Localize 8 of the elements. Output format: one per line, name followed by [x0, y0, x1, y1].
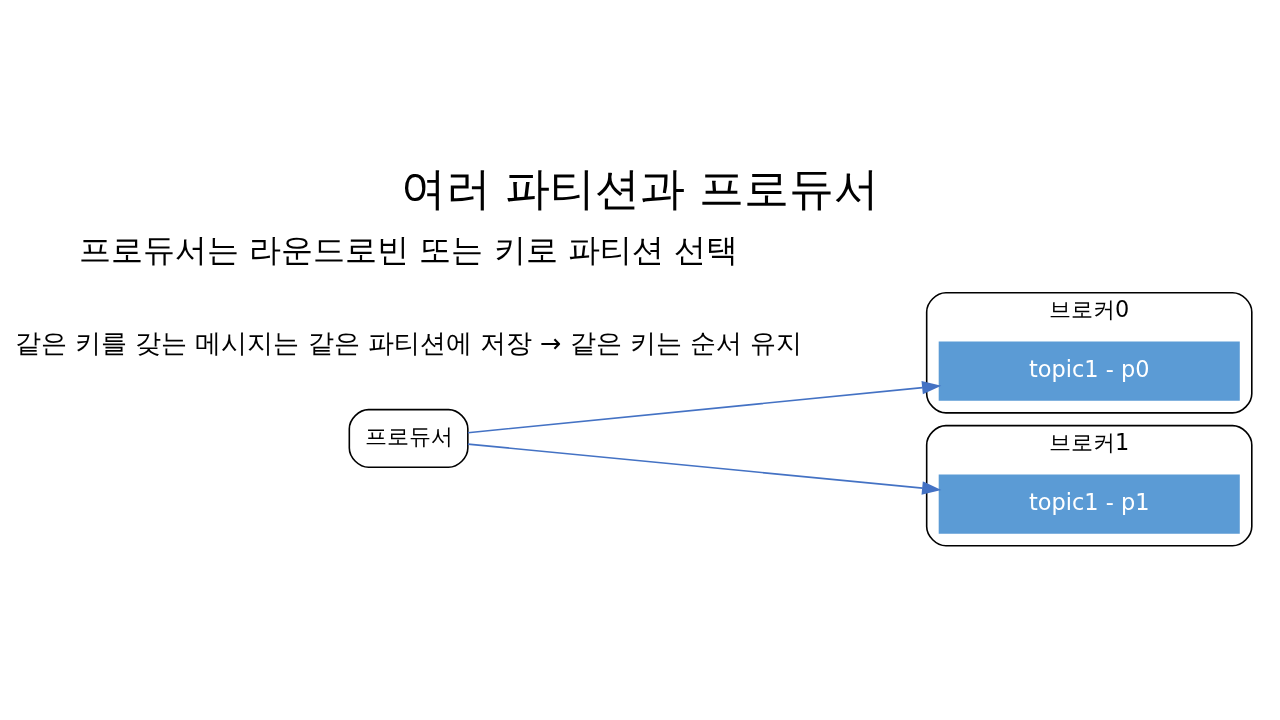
- label: 같은 키를 갖는 메시지는 같은 파티션에 저장 → 같은 키는 순서 유지: [15, 327, 803, 358]
- diagram-title: 여러 파티션과 프로듀서: [400, 161, 880, 215]
- arrow: [467, 443, 942, 495]
- node-box: 프로듀서: [348, 408, 469, 469]
- node-box: topic1 - p0: [938, 341, 1240, 401]
- arrow: [467, 380, 942, 434]
- label: 프로듀서는 라운드로빈 또는 키로 파티션 선택: [79, 230, 739, 269]
- node-box: topic1 - p1: [938, 474, 1240, 534]
